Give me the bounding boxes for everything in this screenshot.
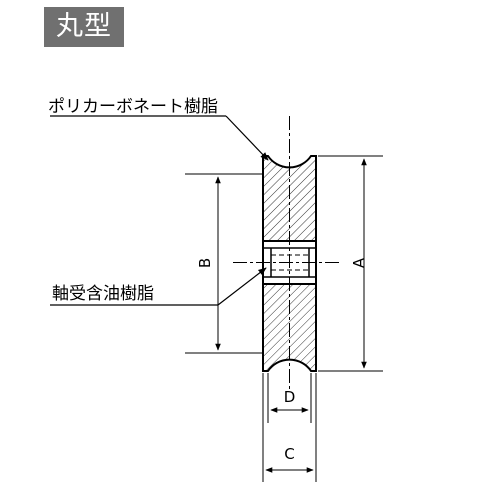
dimension-d-label: D (284, 388, 296, 406)
body-material-label: ポリカーボネート樹脂 (48, 97, 218, 117)
bearing-material-label: 軸受含油樹脂 (52, 284, 154, 304)
dimension-a-label: A (350, 257, 368, 268)
dimension-c: C (262, 373, 317, 482)
dimension-a: A (318, 155, 383, 372)
dimension-c-label: C (284, 445, 294, 463)
dimension-d: D (267, 373, 312, 423)
dimension-b-label: B (196, 258, 214, 268)
dimension-b: B (185, 173, 263, 354)
page-title: 丸型 (44, 7, 124, 47)
